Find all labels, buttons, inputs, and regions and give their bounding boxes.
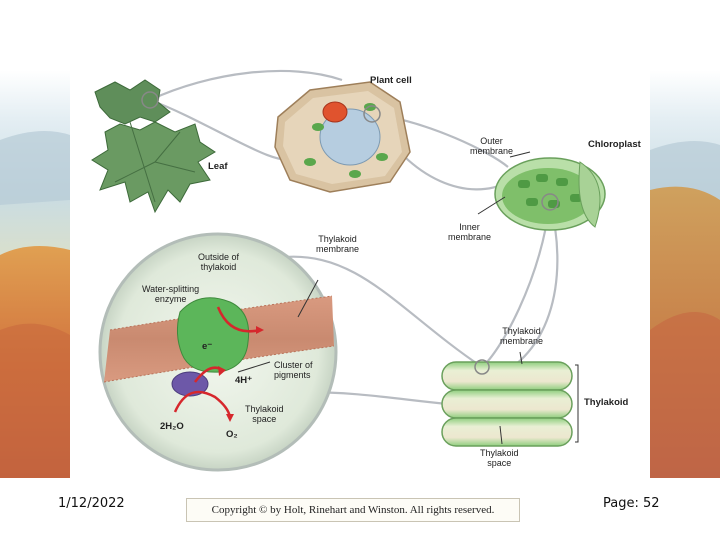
thylakoid-stack [441, 351, 579, 447]
label-o2: O₂ [226, 429, 238, 440]
label-four-h: 4H⁺ [235, 375, 253, 386]
label-thylakoid-membrane-right: Thylakoid membrane [500, 326, 544, 346]
label-chloroplast: Chloroplast [588, 139, 641, 150]
photosynthesis-figure: Plant cell Leaf Outer membrane Chloropla… [70, 62, 650, 478]
thylakoid-membrane-zoom [98, 232, 338, 472]
plant-cell [274, 81, 411, 193]
figure-drawing [91, 69, 606, 472]
label-water-splitting-enzyme: Water-splitting enzyme [142, 284, 200, 304]
label-thylakoid-space-circle: Thylakoid space [245, 404, 284, 424]
maple-leaf [91, 79, 216, 214]
label-thylakoid-membrane-top: Thylakoid membrane [316, 234, 360, 254]
chloroplast [494, 157, 606, 231]
page-number: Page: 52 [603, 496, 660, 511]
label-cluster-of-pigments: Cluster of pigments [274, 360, 313, 380]
label-thylakoid-space-bottom: Thylakoid space [480, 448, 519, 468]
copyright-notice: Copyright © by Holt, Rinehart and Winsto… [186, 498, 520, 522]
label-thylakoid: Thylakoid [584, 397, 629, 408]
slide-date: 1/12/2022 [58, 496, 125, 511]
label-outside-of-thylakoid: Outside of thylakoid [198, 252, 240, 272]
label-leaf: Leaf [208, 161, 228, 172]
label-plant-cell: Plant cell [370, 75, 412, 86]
label-two-h2o: 2H₂O [160, 421, 184, 432]
label-outer-membrane: Outer membrane [470, 136, 514, 156]
label-inner-membrane: Inner membrane [448, 222, 492, 242]
label-electron: e⁻ [202, 341, 213, 352]
